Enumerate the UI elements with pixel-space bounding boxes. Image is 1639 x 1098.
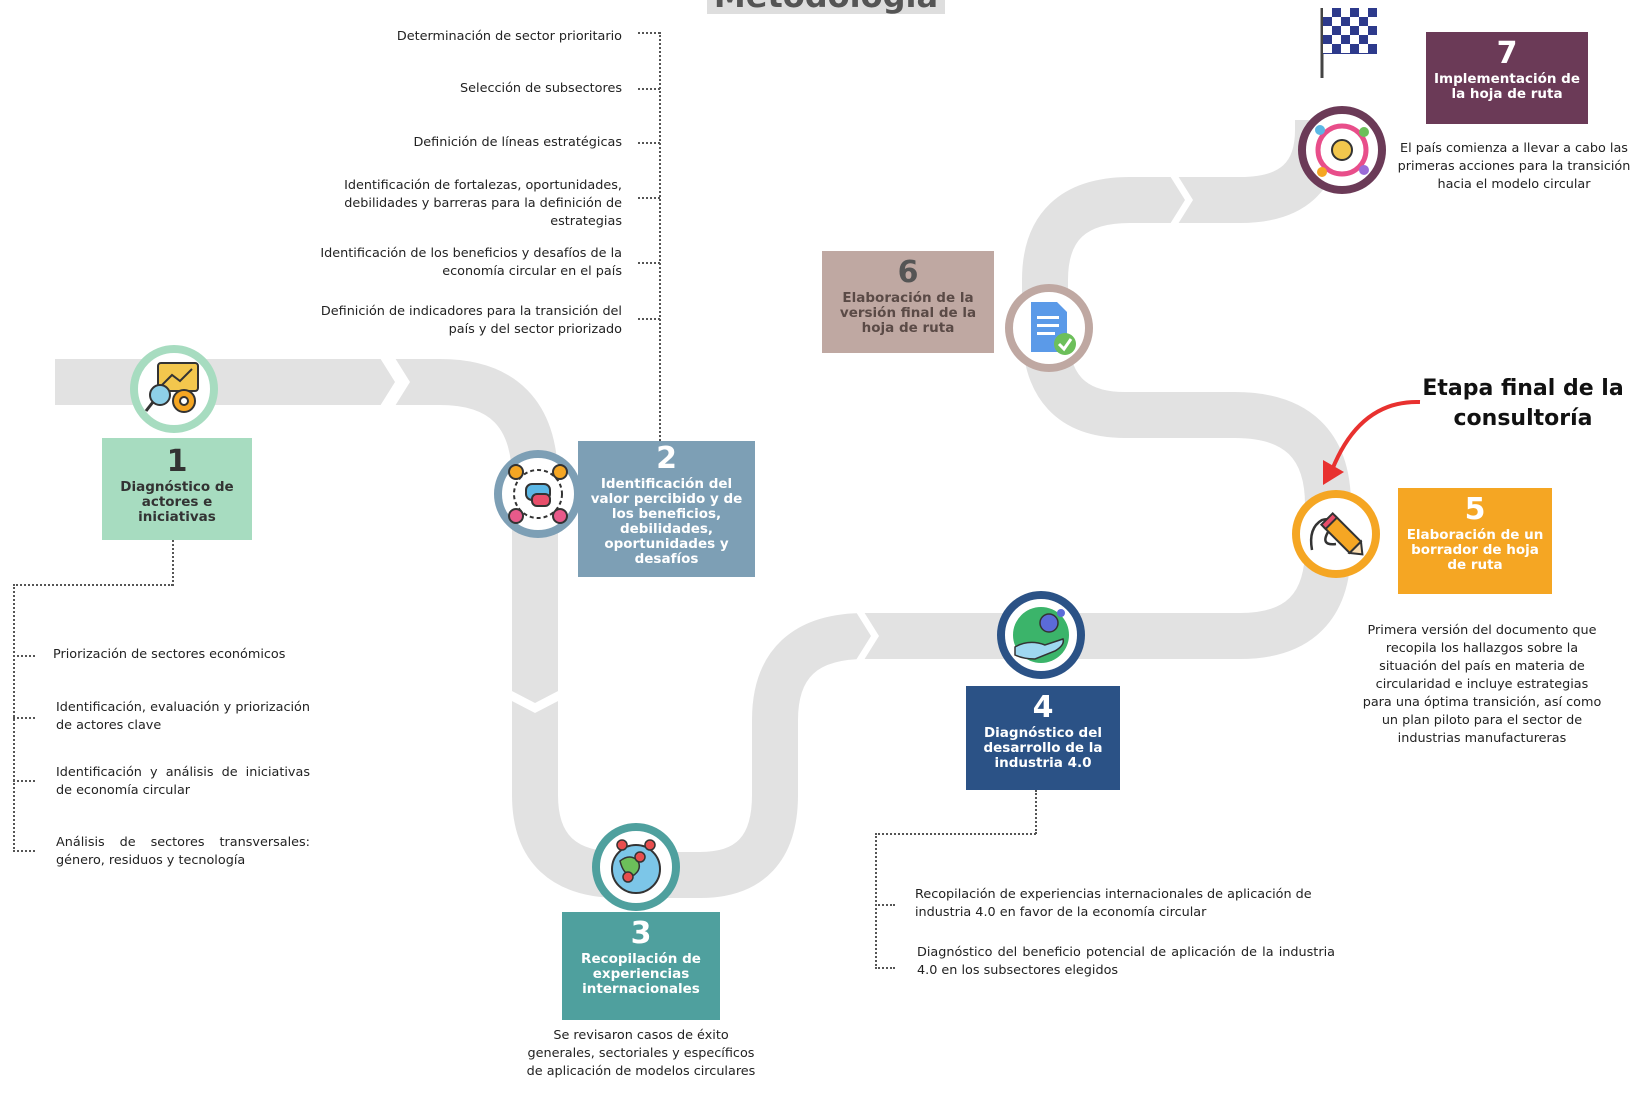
globe-pins-icon bbox=[611, 839, 661, 894]
stage-7-box: 7 Implementación de la hoja de ruta bbox=[1426, 32, 1588, 124]
stage-2-item: Determinación de sector prioritario bbox=[396, 29, 622, 44]
stage-7-icon-circle bbox=[1298, 106, 1386, 194]
stage-7-note: El país comienza a llevar a cabo las pri… bbox=[1397, 141, 1631, 192]
document-check-icon bbox=[1031, 302, 1076, 355]
stage-6-icon-circle bbox=[1005, 284, 1093, 372]
stage-2-icon-circle bbox=[494, 450, 582, 538]
stage-7-label: Implementación de la hoja de ruta bbox=[1434, 71, 1580, 102]
circular-economy-icon bbox=[1315, 123, 1369, 177]
stage-2-box: 2 Identificación del valor percibido y d… bbox=[578, 441, 755, 577]
stage-3-icon-circle bbox=[592, 823, 680, 911]
stage-2-number: 2 bbox=[656, 441, 677, 476]
stage-1-box: 1 Diagnóstico de actores e iniciativas bbox=[102, 438, 252, 540]
stage-4-item: Recopilación de experiencias internacion… bbox=[915, 887, 1312, 920]
stage-2-item: Identificación de los beneficios y desaf… bbox=[320, 246, 622, 279]
stage-6-number: 6 bbox=[897, 255, 919, 290]
stage-5-number: 5 bbox=[1464, 492, 1486, 527]
stage-1-number: 1 bbox=[166, 444, 188, 479]
pen-signature-icon bbox=[1309, 511, 1364, 556]
stage-6-box: 6 Elaboración de la versión final de la … bbox=[822, 251, 994, 353]
checkered-flag-icon bbox=[1320, 8, 1377, 78]
stage-3-number: 3 bbox=[630, 916, 652, 951]
stage-3-note: Se revisaron casos de éxito generales, s… bbox=[526, 1028, 756, 1079]
stage-1-label: Diagnóstico de actores e iniciativas bbox=[120, 479, 234, 525]
stage-4-number: 4 bbox=[1032, 690, 1054, 725]
stage-4-box: 4 Diagnóstico del desarrollo de la indus… bbox=[966, 686, 1120, 790]
stage-1-icon-circle bbox=[130, 345, 218, 433]
stage-5-note: Primera versión del documento que recopi… bbox=[1362, 623, 1602, 746]
final-stage-label: Etapa final de la consultoría bbox=[1422, 376, 1624, 431]
stage-4-icon-circle bbox=[997, 591, 1085, 679]
analysis-gear-icon bbox=[144, 362, 199, 413]
stage-5-icon-circle bbox=[1292, 490, 1380, 578]
people-chat-icon bbox=[508, 464, 568, 524]
stage-4-item: Diagnóstico del beneficio potencial de a… bbox=[917, 945, 1335, 978]
stage-5-label: Elaboración de un borrador de hoja de ru… bbox=[1406, 527, 1544, 573]
page-title: Metodología bbox=[707, 0, 945, 14]
stage-4-label: Diagnóstico del desarrollo de la industr… bbox=[983, 725, 1103, 771]
stage-2-item: Definición de indicadores para la transi… bbox=[320, 304, 622, 337]
stage-1-item: Análisis de sectores transversales: géne… bbox=[56, 835, 310, 868]
stage-2-label: Identificación del valor percibido y de … bbox=[590, 476, 743, 567]
stage-2-item: Definición de líneas estratégicas bbox=[413, 135, 622, 150]
stage-3-box: 3 Recopilación de experiencias internaci… bbox=[562, 912, 720, 1020]
stage-6-label: Elaboración de la versión final de la ho… bbox=[839, 290, 977, 336]
stage-2-item: Selección de subsectores bbox=[460, 81, 622, 96]
stage-3-label: Recopilación de experiencias internacion… bbox=[581, 951, 701, 997]
stage-1-item: Priorización de sectores económicos bbox=[53, 647, 286, 662]
stage-5-box: 5 Elaboración de un borrador de hoja de … bbox=[1398, 488, 1552, 594]
stage-7-number: 7 bbox=[1496, 36, 1518, 71]
stage-2-item: Identificación de fortalezas, oportunida… bbox=[344, 178, 622, 229]
stage-1-item: Identificación y análisis de iniciativas… bbox=[56, 765, 310, 798]
stage-1-item: Identificación, evaluación y priorizació… bbox=[56, 700, 310, 733]
hand-globe-icon bbox=[1013, 607, 1069, 663]
final-stage-arrow bbox=[1330, 399, 1421, 471]
